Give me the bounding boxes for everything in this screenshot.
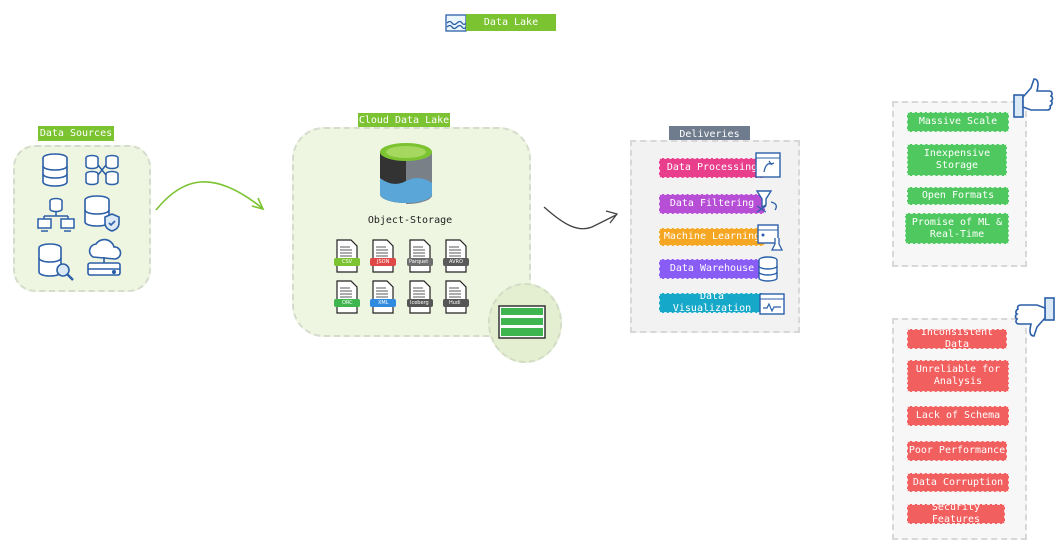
table-icon (498, 305, 546, 339)
pro-ml-real-time: Promise of ML & Real-Time (905, 213, 1009, 244)
filter-icon (753, 188, 781, 216)
data-lake-bucket-icon (377, 140, 435, 206)
visualization-monitor-icon (759, 293, 785, 315)
data-sources-panel (13, 145, 151, 292)
pro-massive-scale: Massive Scale (907, 112, 1009, 132)
secure-database-icon (82, 194, 122, 234)
pro-inexpensive-storage: Inexpensive Storage (907, 144, 1007, 176)
xml-file-icon: XML (370, 280, 396, 314)
flow-arrow-sources-to-lake (152, 168, 270, 220)
network-computers-icon (37, 197, 75, 233)
cloud-server-icon (84, 237, 124, 279)
database-icon (40, 153, 70, 187)
iceberg-file-icon: Iceberg (407, 280, 433, 314)
cloud-data-lake-label: Cloud Data Lake (358, 113, 450, 128)
avro-file-icon: AVRO (443, 239, 469, 273)
object-storage-label: Object-Storage (367, 215, 453, 226)
delivery-machine-learning: Machine Learning (659, 228, 765, 246)
delivery-data-visualization: Data Visualization (659, 291, 765, 314)
flow-arrow-lake-to-deliveries (542, 203, 622, 239)
distributed-database-icon (84, 153, 120, 187)
database-search-icon (37, 243, 75, 281)
cons-panel (892, 318, 1027, 540)
delivery-data-warehouse: Data Warehouse (659, 259, 765, 279)
delivery-data-filtering: Data Filtering (659, 194, 765, 214)
con-unreliable-analysis: Unreliable for Analysis (907, 360, 1009, 392)
csv-file-icon: CSV (334, 239, 360, 273)
hudi-file-icon: Hudi (443, 280, 469, 314)
con-poor-performance: Poor Performance (907, 441, 1007, 461)
machine-learning-icon (757, 224, 785, 252)
parquet-file-icon: Parquet (407, 239, 433, 273)
thumbs-down-icon (1012, 296, 1056, 340)
pro-open-formats: Open Formats (907, 187, 1009, 205)
water-icon (445, 14, 467, 32)
deliveries-label: Deliveries (669, 126, 750, 142)
con-lack-of-schema: Lack of Schema (907, 406, 1009, 426)
thumbs-up-icon (1012, 77, 1056, 121)
data-sources-label: Data Sources (38, 126, 114, 141)
delivery-data-processing: Data Processing (659, 158, 765, 178)
con-security-features: Security Features (907, 502, 1005, 525)
con-data-corruption: Data Corruption (907, 473, 1009, 492)
page-title: Data Lake (466, 14, 556, 31)
json-file-icon: JSON (370, 239, 396, 273)
con-inconsistent-data: Inconsistent Data (907, 327, 1007, 350)
warehouse-database-icon (757, 256, 779, 282)
orc-file-icon: ORC (334, 280, 360, 314)
processing-icon (755, 152, 781, 178)
